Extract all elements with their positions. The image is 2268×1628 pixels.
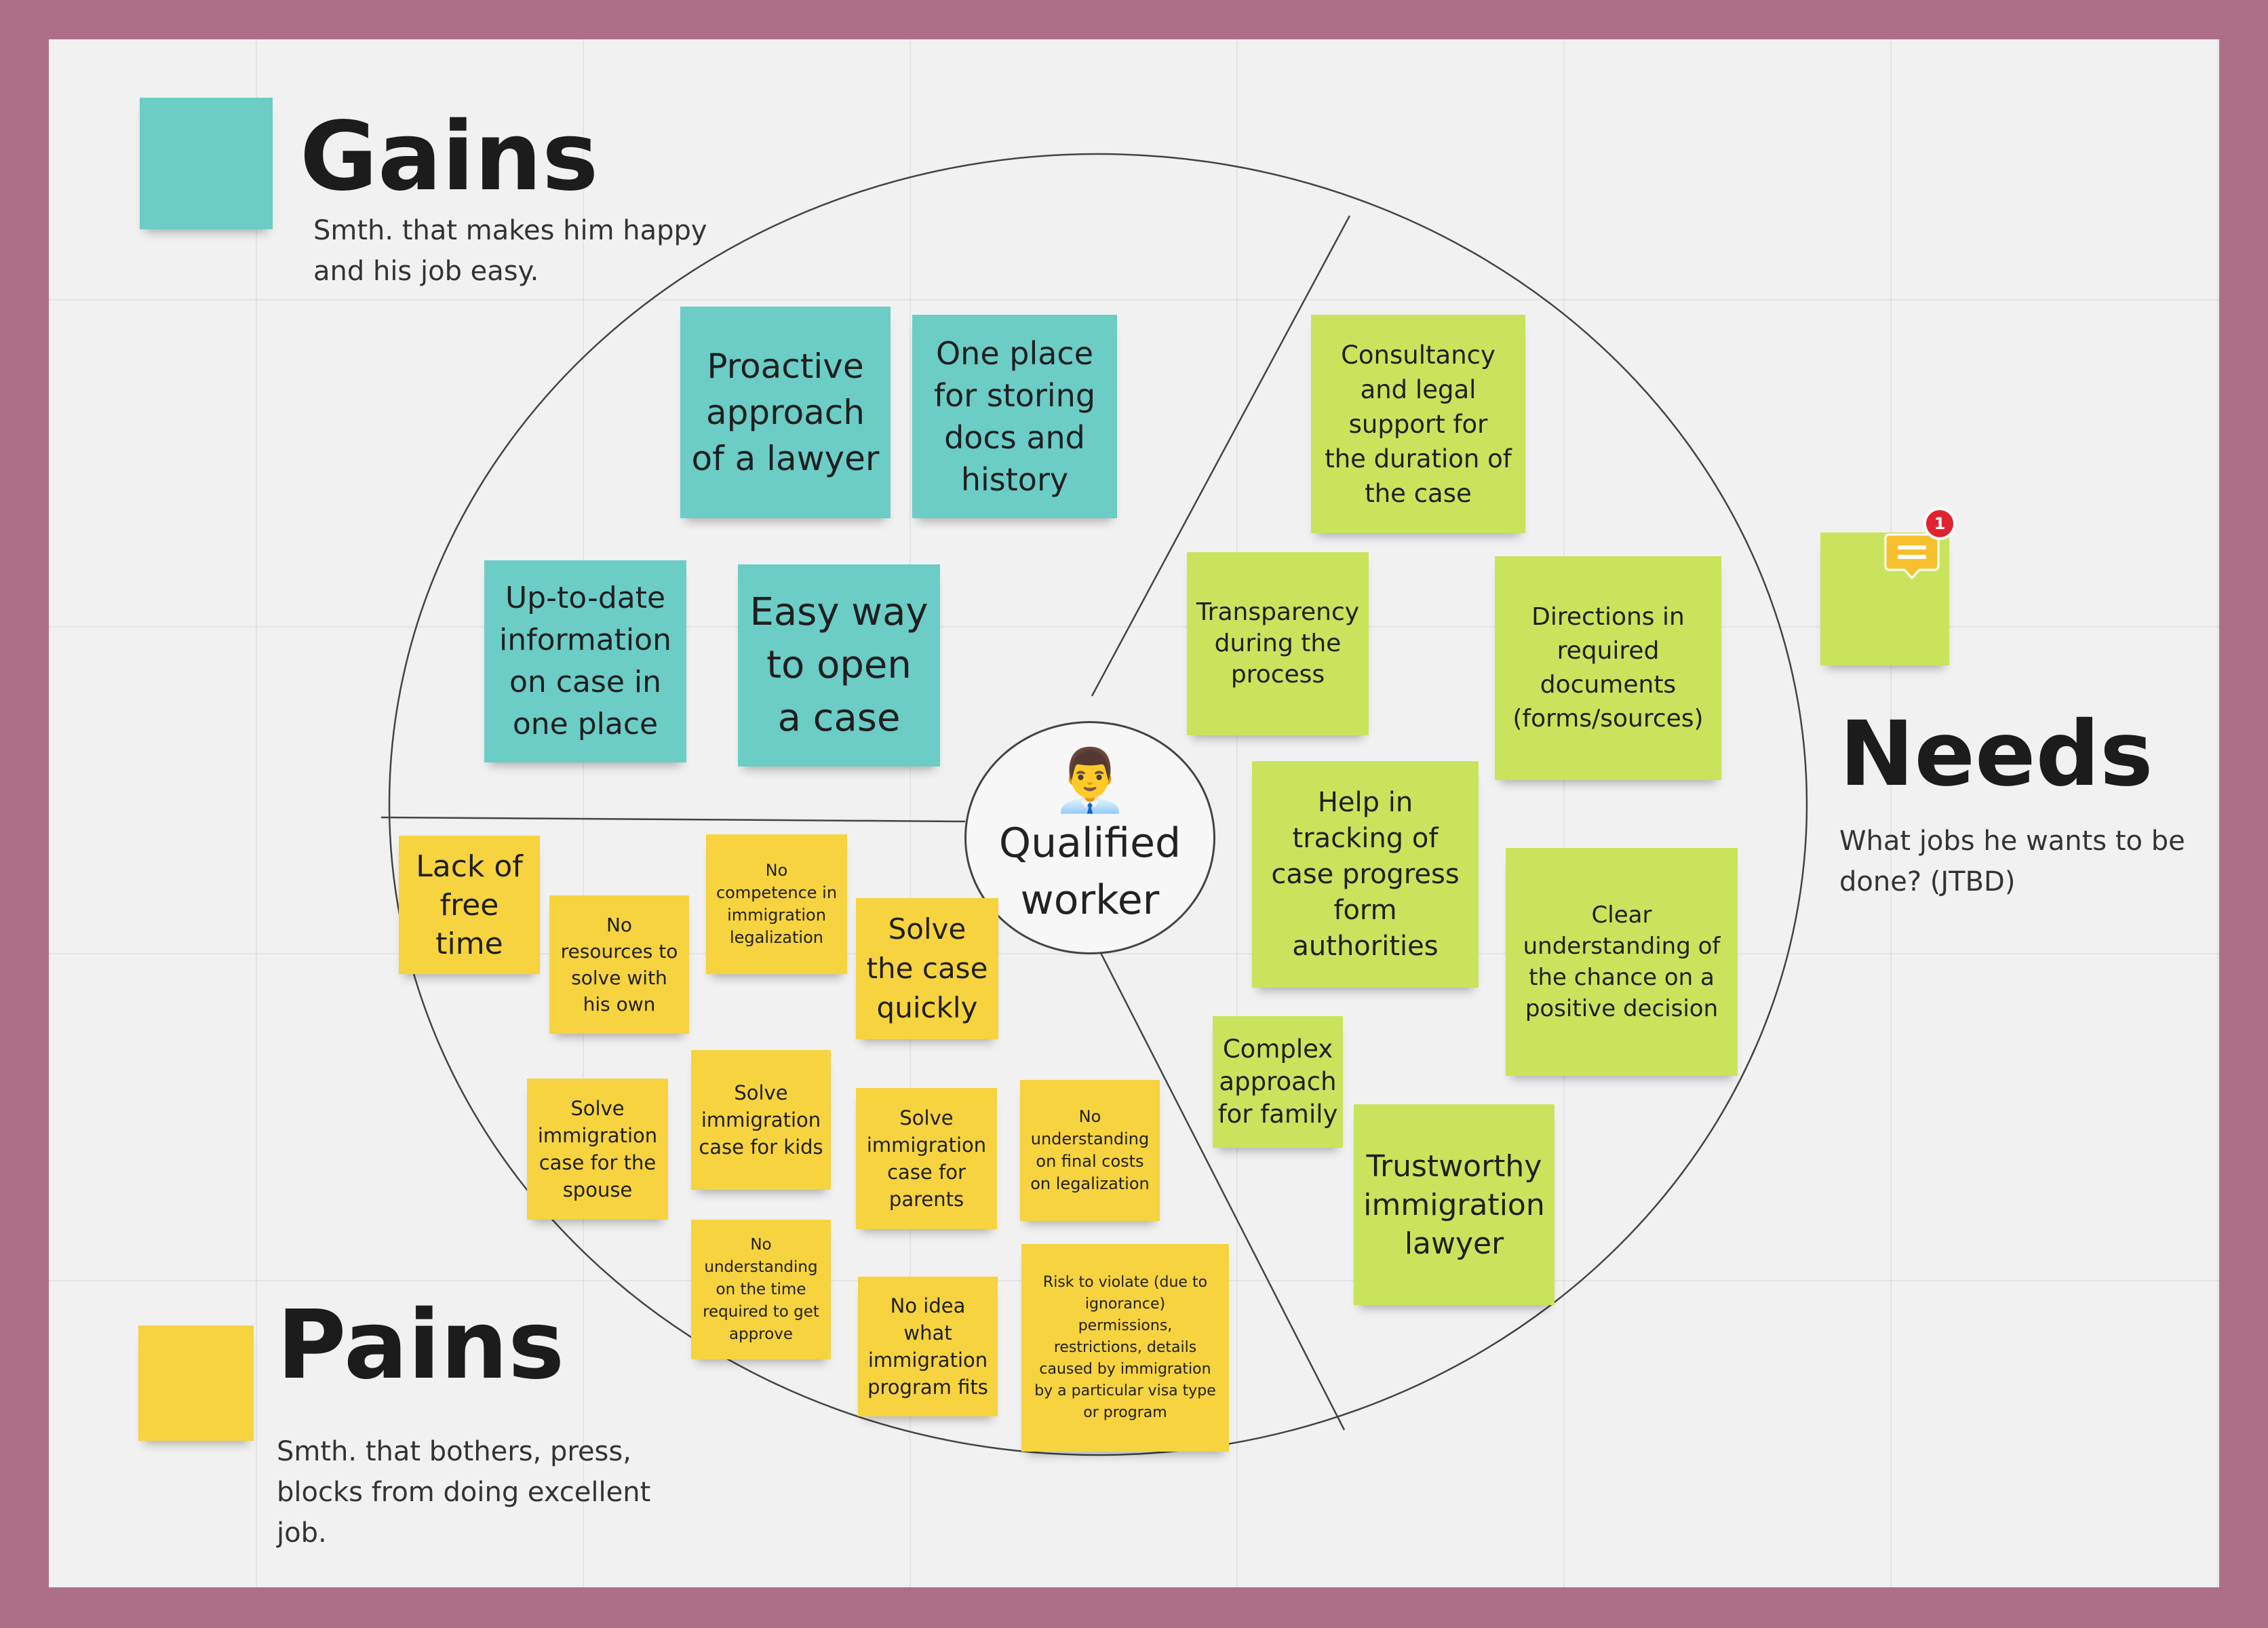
sticky-note-text: Solve immigration case for the spouse — [537, 1097, 658, 1201]
sticky-note-text: Solve immigration case for kids — [699, 1081, 823, 1159]
divider-gains-needs — [1091, 215, 1351, 697]
sticky-note-text: Risk to violate (due to ignorance) permi… — [1034, 1274, 1216, 1421]
need-sticky-note[interactable]: Help in tracking of case progress form a… — [1252, 761, 1479, 988]
pains-description: Smth. that bothers, press, blocks from d… — [277, 1436, 651, 1549]
sticky-note-text: Solve the case quickly — [866, 912, 988, 1024]
sticky-note-text: No idea what immigration program fits — [867, 1294, 988, 1399]
sticky-note-text: Up-to-date information on case in one pl… — [499, 581, 671, 741]
need-sticky-note[interactable]: Consultancy and legal support for the du… — [1311, 315, 1525, 533]
sticky-note-text: Transparency during the process — [1196, 598, 1360, 689]
need-sticky-note[interactable]: Trustworthy immigration lawyer — [1354, 1104, 1555, 1305]
sticky-note-text: Lack of free time — [416, 849, 523, 961]
office-worker-icon: 👨‍💼 — [1051, 745, 1129, 816]
sticky-note-text: Directions in required documents (forms/… — [1512, 603, 1704, 733]
pain-sticky-note[interactable]: Solve the case quickly — [856, 898, 998, 1039]
needs-title: Needs — [1839, 702, 2153, 807]
pain-sticky-note[interactable]: Solve immigration case for the spouse — [527, 1079, 668, 1220]
outer-circle — [388, 153, 1808, 1456]
gain-sticky-note[interactable]: Easy way to open a case — [738, 564, 940, 767]
sticky-note-text: No understanding on final costs on legal… — [1030, 1107, 1150, 1193]
gain-sticky-note[interactable]: One place for storing docs and history — [912, 315, 1117, 518]
divider-needs-pains — [1096, 946, 1346, 1431]
pain-sticky-note[interactable]: No understanding on final costs on legal… — [1020, 1080, 1160, 1221]
gains-title: Gains — [300, 102, 599, 212]
persona-node[interactable]: 👨‍💼 Qualified worker — [964, 721, 1215, 954]
pains-color-swatch[interactable] — [138, 1325, 254, 1441]
pain-sticky-note[interactable]: No understanding on the time required to… — [691, 1220, 831, 1359]
sticky-note-text: Consultancy and legal support for the du… — [1325, 340, 1512, 508]
sticky-note-text: Solve immigration case for parents — [866, 1106, 987, 1211]
sticky-note-text: Easy way to open a case — [749, 590, 928, 740]
persona-label: Qualified worker — [998, 819, 1181, 924]
pain-sticky-note[interactable]: No competence in immigration legalizatio… — [706, 834, 847, 974]
need-sticky-note[interactable]: Directions in required documents (forms/… — [1495, 556, 1721, 780]
comment-count-badge: 1 — [1923, 507, 1956, 540]
pain-sticky-note[interactable]: Lack of free time — [399, 836, 540, 974]
sticky-note-text: One place for storing docs and history — [933, 335, 1096, 498]
sticky-note-text: Help in tracking of case progress form a… — [1271, 786, 1460, 962]
sticky-note-text: Proactive approach of a lawyer — [691, 347, 880, 478]
sticky-note-text: Trustworthy immigration lawyer — [1363, 1148, 1545, 1261]
whiteboard-canvas[interactable]: Gains Smth. that makes him happy and his… — [49, 39, 2219, 1587]
sticky-note-text: No competence in immigration legalizatio… — [716, 861, 838, 947]
sticky-note-text: No understanding on the time required to… — [703, 1235, 819, 1343]
pain-sticky-note[interactable]: Risk to violate (due to ignorance) permi… — [1021, 1244, 1229, 1452]
comment-icon[interactable] — [1884, 533, 1940, 581]
need-sticky-note[interactable]: Clear understanding of the chance on a p… — [1506, 848, 1738, 1076]
pain-sticky-note[interactable]: Solve immigration case for kids — [691, 1050, 831, 1190]
pain-sticky-note[interactable]: No resources to solve with his own — [549, 895, 689, 1034]
pain-sticky-note[interactable]: Solve immigration case for parents — [856, 1088, 997, 1229]
gains-color-swatch[interactable] — [140, 98, 273, 229]
sticky-note-text: Clear understanding of the chance on a p… — [1523, 902, 1721, 1022]
need-sticky-note[interactable]: Complex approach for family — [1213, 1016, 1343, 1148]
persona-circle-diagram — [380, 153, 1808, 1456]
divider-gains-pains — [380, 816, 966, 823]
sticky-note-text: No resources to solve with his own — [560, 914, 678, 1015]
pains-title: Pains — [277, 1290, 565, 1401]
gain-sticky-note[interactable]: Up-to-date information on case in one pl… — [484, 560, 686, 762]
gains-description: Smth. that makes him happy and his job e… — [313, 215, 707, 287]
needs-description: What jobs he wants to be done? (JTBD) — [1839, 826, 2185, 897]
pain-sticky-note[interactable]: No idea what immigration program fits — [858, 1277, 998, 1416]
gain-sticky-note[interactable]: Proactive approach of a lawyer — [680, 307, 891, 518]
need-sticky-note[interactable]: Transparency during the process — [1187, 552, 1369, 735]
sticky-note-text: Complex approach for family — [1217, 1034, 1338, 1129]
